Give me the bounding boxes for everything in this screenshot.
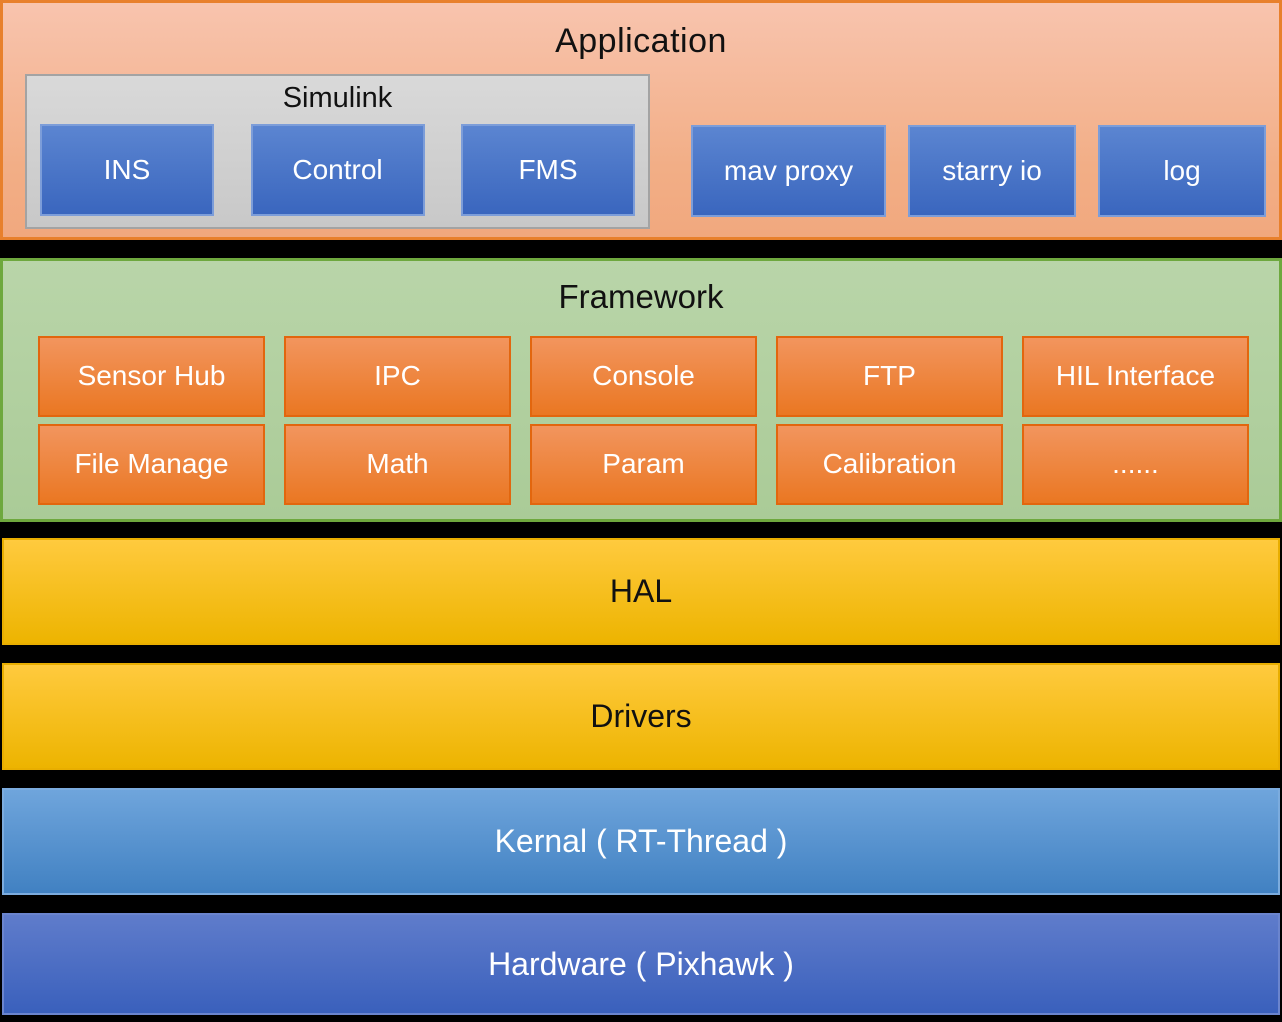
module-param: Param bbox=[530, 424, 757, 505]
module-calibration: Calibration bbox=[776, 424, 1003, 505]
drivers-layer: Drivers bbox=[2, 663, 1280, 770]
framework-modules-row-2: File Manage Math Param Calibration .....… bbox=[38, 424, 1249, 505]
hal-layer: HAL bbox=[2, 538, 1280, 645]
module-ipc: IPC bbox=[284, 336, 511, 417]
module-sensor-hub: Sensor Hub bbox=[38, 336, 265, 417]
kernel-layer: Kernal ( RT-Thread ) bbox=[2, 788, 1280, 895]
module-console: Console bbox=[530, 336, 757, 417]
module-fms: FMS bbox=[461, 124, 635, 216]
module-ins: INS bbox=[40, 124, 214, 216]
framework-layer-title: Framework bbox=[558, 278, 724, 315]
module-mav-proxy: mav proxy bbox=[691, 125, 886, 217]
hardware-layer: Hardware ( Pixhawk ) bbox=[2, 913, 1280, 1015]
framework-layer: Framework Sensor Hub IPC Console FTP HIL… bbox=[0, 258, 1282, 522]
simulink-modules-row: INS Control FMS bbox=[40, 124, 635, 216]
simulink-group: Simulink INS Control FMS bbox=[25, 74, 650, 229]
module-file-manage: File Manage bbox=[38, 424, 265, 505]
module-ellipsis: ...... bbox=[1022, 424, 1249, 505]
framework-modules-row-1: Sensor Hub IPC Console FTP HIL Interface bbox=[38, 336, 1249, 417]
application-layer-title: Application bbox=[555, 22, 727, 60]
module-hil-interface: HIL Interface bbox=[1022, 336, 1249, 417]
module-log: log bbox=[1098, 125, 1266, 217]
module-ftp: FTP bbox=[776, 336, 1003, 417]
module-control: Control bbox=[250, 124, 425, 216]
module-starry-io: starry io bbox=[908, 125, 1076, 217]
simulink-group-title: Simulink bbox=[282, 82, 393, 114]
application-layer: Application Simulink INS Control FMS mav… bbox=[0, 0, 1282, 240]
module-math: Math bbox=[284, 424, 511, 505]
